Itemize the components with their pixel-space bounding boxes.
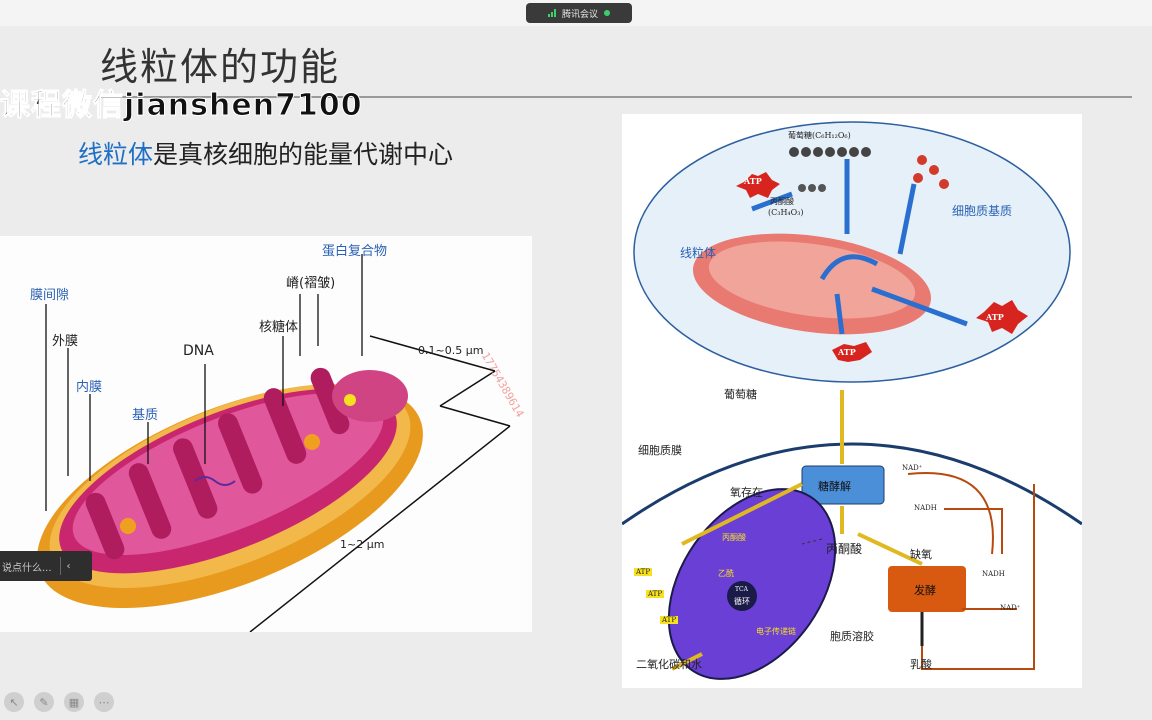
label-cell-membrane: 细胞质膜 <box>638 444 682 457</box>
label-nadh-right: NADH <box>982 570 1005 578</box>
mitochondrion-purple <box>667 488 837 680</box>
flow-arrows <box>751 159 968 335</box>
dna-strand <box>194 476 236 486</box>
recording-dot-icon <box>604 10 610 16</box>
slide-subtitle: 线粒体是真核细胞的能量代谢中心 <box>78 135 453 171</box>
bottom-toolbar: ↖ ✎ ▦ ⋯ <box>0 688 114 716</box>
label-pyruvate-in-mito: 丙酮酸 <box>722 533 746 542</box>
atp-label-1: ATP <box>634 568 653 576</box>
label-protein-complex: 蛋白复合物 <box>322 244 388 259</box>
fermentation-box <box>888 566 966 612</box>
label-nad-top: NAD⁺ <box>902 464 923 472</box>
label-co2-water: 二氧化碳和水 <box>636 658 702 671</box>
label-acetyl: 乙酰 <box>718 569 734 578</box>
atp-label-2: ATP <box>646 590 665 598</box>
energy-metabolism-diagram: 葡萄糖(C₆H₁₂O₆) 丙酮酸 (C₃H₄O₃) 线粒体 细胞质基质 ATP … <box>621 114 1083 688</box>
comment-input-bar[interactable]: 说点什么... ‹ <box>0 551 92 581</box>
label-glucose-formula: 葡萄糖(C₆H₁₂O₆) <box>788 131 851 140</box>
label-electron-transport: 电子传递链 <box>756 627 796 636</box>
grid-icon[interactable]: ▦ <box>64 692 84 712</box>
label-cycle: 循环 <box>734 597 750 606</box>
subtitle-rest: 是真核细胞的能量代谢中心 <box>153 140 454 169</box>
label-dna: DNA <box>183 343 214 359</box>
label-intermembrane: 膜间隙 <box>30 288 70 303</box>
label-cytosol: 胞质溶胶 <box>830 630 874 643</box>
label-length: 1~2 μm <box>340 538 385 551</box>
top-bar: 腾讯会议 <box>0 0 1152 26</box>
cell-membrane-curve <box>621 442 1083 526</box>
label-pyruvate-top: 丙酮酸 <box>770 197 794 206</box>
signal-icon <box>547 9 556 17</box>
label-pyruvate: 丙酮酸 <box>826 542 863 556</box>
atp-burst-icons <box>736 172 1028 362</box>
protein-complex-region <box>332 370 408 422</box>
pointer-icon[interactable]: ↖ <box>4 692 24 712</box>
tca-cycle-icon <box>727 581 757 611</box>
comment-placeholder[interactable]: 说点什么... <box>2 562 52 574</box>
label-cristae: 嵴(褶皱) <box>286 276 336 291</box>
meeting-app-name: 腾讯会议 <box>561 9 598 20</box>
label-pyruvate-formula: (C₃H₄O₃) <box>768 208 804 217</box>
metabolism-illustration <box>621 121 1083 680</box>
label-outer-membrane: 外膜 <box>52 334 79 349</box>
label-oxygen-present: 氧存在 <box>730 486 763 499</box>
label-ribosome: 核糖体 <box>259 320 299 335</box>
cristae-shapes <box>85 367 350 560</box>
label-hypoxia: 缺氧 <box>910 548 932 561</box>
subtitle-highlight: 线粒体 <box>78 140 154 169</box>
label-nadh-top: NADH <box>914 504 937 512</box>
glucose-chain <box>789 147 871 157</box>
pen-icon[interactable]: ✎ <box>34 692 54 712</box>
collapse-chevron-icon[interactable]: ‹ <box>66 560 71 572</box>
ribosome-dot <box>120 518 136 534</box>
label-glucose: 葡萄糖 <box>724 388 757 401</box>
comment-separator <box>59 557 61 575</box>
label-fermentation: 发酵 <box>914 584 936 597</box>
label-nad-right: NAD⁺ <box>1000 604 1021 612</box>
label-glycolysis: 糖酵解 <box>818 480 851 493</box>
label-tca: TCA <box>735 586 748 593</box>
atp-label-3: ATP <box>660 616 679 624</box>
slide-title: 线粒体的功能 <box>100 45 341 89</box>
label-lactate: 乳酸 <box>910 658 932 671</box>
meeting-indicator[interactable]: 腾讯会议 <box>526 3 632 23</box>
atp-label-top-mid: ATP <box>838 347 856 357</box>
wechat-watermark: 课程微信jianshen7100 <box>0 88 363 124</box>
label-mitochondrion: 线粒体 <box>680 246 717 260</box>
title-divider <box>100 96 1132 98</box>
more-icon[interactable]: ⋯ <box>94 692 114 712</box>
label-width: 0.1~0.5 μm <box>418 344 484 357</box>
label-matrix: 基质 <box>132 408 159 423</box>
label-inner-membrane: 内膜 <box>76 380 103 395</box>
mitochondrion-illustration <box>37 254 511 633</box>
mitochondrion-structure-diagram: 膜间隙 外膜 内膜 基质 DNA 核糖体 嵴(褶皱) 蛋白复合物 0.1~0.5… <box>0 236 532 633</box>
label-cytoplasm-matrix: 细胞质基质 <box>952 204 1013 218</box>
atp-label-top-left: ATP <box>744 176 762 186</box>
atp-label-top-right: ATP <box>986 312 1004 322</box>
